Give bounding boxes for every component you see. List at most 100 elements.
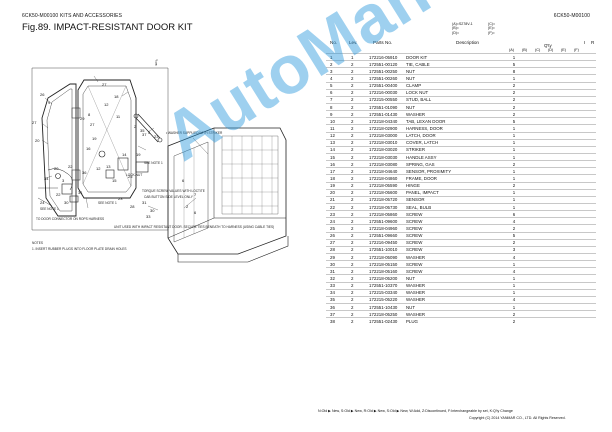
exploded-parts-diagram: 1 26 9 27 20 27 29 8 11 12 19 16 18 35 2… xyxy=(31,59,289,263)
row-no: 22 xyxy=(330,204,335,210)
note-torque: TORQUE SCREW VALUES WITH LOCTITE xyxy=(142,189,205,193)
callout-36: 36 xyxy=(82,170,87,175)
row-qty: 1 xyxy=(512,261,516,267)
callout-33: 33 xyxy=(146,214,151,219)
row-lev: 2 xyxy=(351,311,354,317)
row-qty: 1 xyxy=(512,54,516,60)
callout-3: 3 xyxy=(62,178,65,183)
row-part-no: 172215-00550 xyxy=(369,97,398,103)
row-lev: 2 xyxy=(351,268,354,274)
row-description: STUD, BALL xyxy=(406,97,432,103)
row-description: STRIKER xyxy=(406,147,426,153)
row-part-no: 172551-01090 xyxy=(369,104,398,110)
callout-18: 18 xyxy=(114,94,119,99)
callout-34: 34 xyxy=(44,176,49,181)
callout-27b: 27 xyxy=(90,122,95,127)
row-lev: 2 xyxy=(351,254,354,260)
row-part-no: 172551-02430 xyxy=(369,318,398,324)
row-description: LATCH, DOOR xyxy=(406,133,436,139)
row-no: 13 xyxy=(330,140,335,146)
row-qty: 1 xyxy=(512,133,516,139)
row-qty: 2 xyxy=(512,90,516,96)
row-no: 29 xyxy=(330,254,335,260)
copyright: Copyright (C) 2014 YANMAR CO., LTD. All … xyxy=(469,416,566,420)
row-no: 8 xyxy=(330,104,333,110)
row-no: 11 xyxy=(330,126,335,131)
row-qty: 2 xyxy=(512,83,516,89)
row-part-no: 172551-09660 xyxy=(369,233,398,239)
row-no: 33 xyxy=(330,283,335,289)
row-description: NUT xyxy=(406,76,416,82)
col-lev: Lev. xyxy=(349,40,358,45)
legend-d: (D)= xyxy=(452,30,460,35)
row-no: 10 xyxy=(330,118,335,124)
row-qty: 2 xyxy=(512,240,516,246)
callout-31: 31 xyxy=(78,190,83,195)
callout-1: 1 xyxy=(155,61,158,66)
row-description: SCREW xyxy=(406,247,423,253)
row-description: WASHER xyxy=(406,111,426,117)
row-no: 15 xyxy=(330,154,335,160)
row-description: NUT xyxy=(406,68,416,74)
row-no: 18 xyxy=(330,175,335,181)
row-qty: 4 xyxy=(512,218,516,224)
row-lev: 2 xyxy=(351,183,354,189)
row-description: WASHER xyxy=(406,297,426,303)
note-see-arrow: SEE NOTE 1 xyxy=(98,201,117,205)
callout-20b: 20 xyxy=(54,166,59,171)
row-qty: 1 xyxy=(512,154,516,160)
row-lev: 2 xyxy=(351,76,354,82)
callout-26: 26 xyxy=(40,92,45,97)
row-lev: 2 xyxy=(351,175,354,181)
row-no: 20 xyxy=(330,190,335,196)
col-no: No. xyxy=(330,40,338,45)
row-lev: 2 xyxy=(351,61,354,67)
callout-22: 22 xyxy=(56,192,61,197)
row-lev: 2 xyxy=(351,275,354,281)
row-part-no: 172218-03000 xyxy=(369,133,398,139)
callout-19b: 19 xyxy=(136,152,141,157)
callout-6b: 6 xyxy=(182,178,185,183)
row-qty: 4 xyxy=(512,254,516,260)
row-description: SPRING, GAS xyxy=(406,161,435,167)
row-part-no: 172218-05250 xyxy=(369,311,398,317)
callout-19: 19 xyxy=(92,136,97,141)
row-description: NUT xyxy=(406,304,416,310)
note-see-note-2: SEE NOTE 1 xyxy=(40,207,59,211)
col-r: R xyxy=(591,40,595,45)
row-no: 32 xyxy=(330,275,335,281)
row-qty: 2 xyxy=(512,97,516,103)
callout-6: 6 xyxy=(194,210,197,215)
row-lev: 2 xyxy=(351,290,354,296)
row-lev: 2 xyxy=(351,297,354,303)
callout-28: 28 xyxy=(130,204,135,209)
row-description: WASHER xyxy=(406,311,426,317)
row-description: NUT xyxy=(406,104,416,110)
row-description: SCREW xyxy=(406,268,423,274)
row-description: HARNESS, DOOR xyxy=(406,126,443,131)
callout-5: 5 xyxy=(148,130,151,135)
row-part-no: 172216-05910 xyxy=(369,54,398,60)
callout-25: 25 xyxy=(128,174,133,179)
row-no: 37 xyxy=(330,311,335,317)
